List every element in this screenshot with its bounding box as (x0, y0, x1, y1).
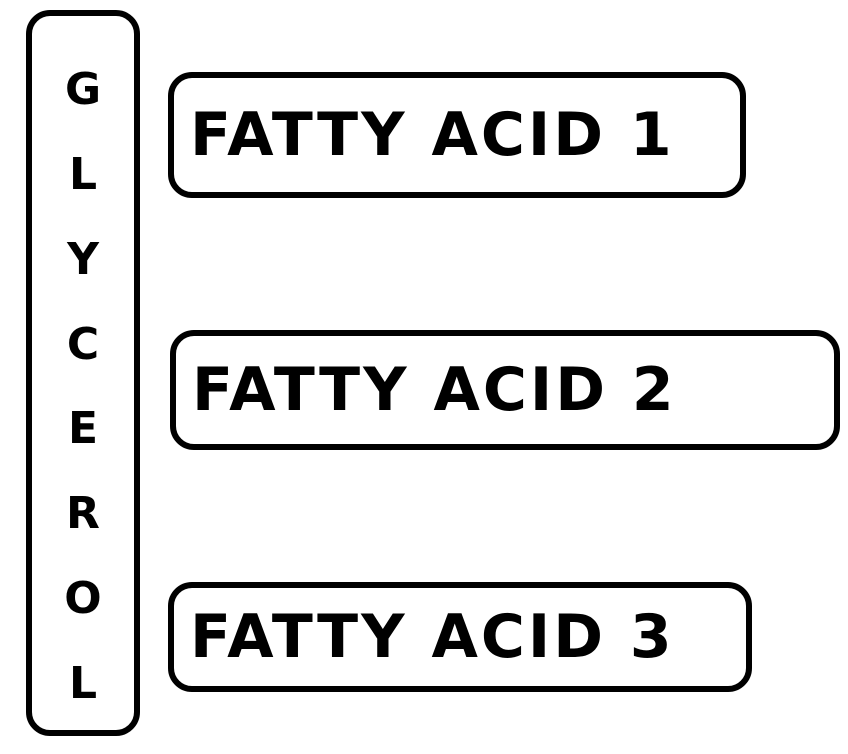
fatty-acid-3-label: FATTY ACID 3 (190, 602, 675, 672)
fatty-acid-3-box: FATTY ACID 3 (168, 582, 752, 692)
glycerol-letter: C (66, 318, 100, 370)
fatty-acid-1-label: FATTY ACID 1 (190, 100, 675, 170)
glycerol-letter: E (67, 403, 99, 455)
glycerol-box: G L Y C E R O L (26, 10, 140, 736)
glycerol-letter: G (64, 64, 102, 115)
fatty-acid-1-box: FATTY ACID 1 (168, 72, 746, 198)
glycerol-letter: L (68, 657, 98, 709)
glycerol-letter: L (68, 148, 98, 200)
fatty-acid-2-box: FATTY ACID 2 (170, 330, 840, 450)
glycerol-letter: Y (67, 233, 99, 285)
fatty-acid-2-label: FATTY ACID 2 (192, 355, 677, 425)
glycerol-letter: R (66, 488, 100, 540)
glycerol-letter: O (64, 573, 102, 625)
